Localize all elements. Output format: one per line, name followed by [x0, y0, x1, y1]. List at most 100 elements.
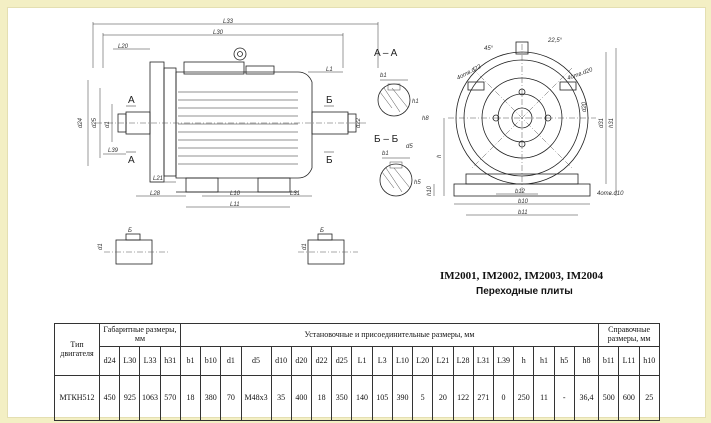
column-header: L11	[618, 346, 640, 376]
table-cell: 500	[598, 375, 620, 421]
column-header: d20	[290, 346, 312, 376]
dim-b10: b10	[518, 199, 529, 205]
table-cell: 70	[220, 375, 242, 421]
column-header: d24	[98, 346, 121, 376]
shaft-b1-a: b1	[380, 73, 387, 79]
type-header: Тип двигателя	[54, 323, 100, 376]
technical-drawing: L33 L30 L20 L1	[78, 19, 624, 265]
column-header: d1	[220, 346, 242, 376]
detail-right-b: Б	[320, 228, 324, 234]
dim-d20-front: d20	[582, 101, 588, 112]
column-header: L30	[119, 346, 141, 376]
section-aa-title: A – A	[374, 48, 398, 59]
column-header: h8	[573, 346, 600, 376]
section-mark-b-bottom: Б	[326, 155, 333, 166]
dimensions-table: Тип двигателя Габаритные размеры, мм Уст…	[54, 323, 661, 421]
table-cell: 400	[290, 375, 312, 421]
column-header: L21	[432, 346, 454, 376]
group-install-header: Установочные и присоединительные размеры…	[179, 323, 600, 347]
detail-left-b: Б	[128, 228, 132, 234]
dim-L1-right: L1	[326, 67, 333, 73]
dim-L33: L33	[223, 19, 234, 25]
motor-type-cell: МТКН512	[54, 375, 100, 421]
angle-45: 45°	[484, 46, 494, 52]
table-cell: 390	[391, 375, 414, 421]
group-overall-header: Габаритные размеры, мм	[99, 323, 181, 347]
dim-h31: h31	[609, 118, 615, 128]
column-header: L1	[351, 346, 373, 376]
mount-types-caption: IM2001, IM2002, IM2003, IM2004	[440, 270, 604, 282]
shaft-h1-a: h1	[412, 99, 419, 105]
table-cell: 0	[492, 375, 515, 421]
group-reference-header: Справочные размеры, мм	[598, 323, 660, 347]
column-header-row: d24 L30 L33 h31 b1 b10 d1 d5 d10 d20 d22…	[55, 346, 661, 376]
table-cell: 18	[179, 375, 202, 421]
dim-L31: L31	[290, 191, 300, 197]
dim-d31: d31	[599, 118, 605, 128]
column-header: b10	[200, 346, 222, 376]
table-cell: М48х3	[240, 375, 272, 421]
column-header: L20	[412, 346, 434, 376]
table-cell: 450	[98, 375, 121, 421]
shaft-end-details: L1 d1 Б L1 d1 Б	[98, 228, 358, 265]
dim-b12: b12	[515, 189, 526, 195]
shaft-d5-b: d5	[406, 144, 413, 150]
dim-b11: b11	[518, 210, 528, 216]
column-header: L3	[371, 346, 393, 376]
column-header: h	[513, 346, 535, 376]
column-header: b11	[598, 346, 620, 376]
dim-L21: L21	[153, 176, 163, 182]
section-bb-title: Б – Б	[374, 134, 399, 145]
table-cell: 20	[432, 375, 454, 421]
dim-4holes-d10: 4отв.d10	[597, 191, 624, 197]
dim-d22: d22	[356, 117, 362, 128]
dim-d1: d1	[105, 121, 111, 128]
column-header: d5	[240, 346, 272, 376]
dim-L39: L39	[108, 148, 119, 154]
column-header: h10	[638, 346, 661, 376]
adapter-plates-caption: Переходные плиты	[476, 286, 573, 297]
column-header: b1	[179, 346, 202, 376]
table-cell: 600	[618, 375, 640, 421]
section-mark-a-bottom: A	[128, 155, 135, 166]
dim-h10: h10	[427, 185, 433, 196]
table-cell: 11	[533, 375, 555, 421]
table-cell: 350	[331, 375, 353, 421]
table-cell: 25	[638, 375, 661, 421]
section-mark-b-top: Б	[326, 95, 333, 106]
angle-22-5: 22,5°	[547, 38, 563, 44]
table-cell: 36,4	[573, 375, 600, 421]
column-header: L33	[139, 346, 161, 376]
column-header: h5	[553, 346, 575, 376]
table-cell: 122	[452, 375, 474, 421]
dim-d24: d24	[78, 117, 84, 128]
detail-left-d1: d1	[98, 243, 104, 250]
table-cell: -	[553, 375, 575, 421]
dim-L28: L28	[150, 191, 161, 197]
table-cell: 250	[513, 375, 535, 421]
column-header: d22	[310, 346, 333, 376]
column-header: L39	[492, 346, 515, 376]
column-header: h1	[533, 346, 555, 376]
column-header: L10	[391, 346, 414, 376]
motor-front-view: b12 b10 b11 4отв.d10 45° 22,5° 4отв.d22 …	[427, 38, 624, 216]
table-cell: 18	[310, 375, 333, 421]
shaft-h5-b: h5	[414, 180, 421, 186]
table-row: МТКН512 450 925 1063 570 18 380 70 М48х3…	[54, 375, 661, 421]
table-cell: 925	[119, 375, 141, 421]
column-header: d25	[331, 346, 353, 376]
motor-side-view: L33 L30 L20 L1	[78, 19, 379, 208]
table-cell: 35	[270, 375, 292, 421]
shaft-b1-b: b1	[382, 151, 389, 157]
column-header: h31	[159, 346, 181, 376]
dim-L30: L30	[213, 30, 224, 36]
section-mark-a-top: A	[128, 95, 135, 106]
table-cell: 1063	[139, 375, 161, 421]
dim-L20: L20	[118, 44, 129, 50]
shaft-sections: A – A b1 h1 Б – Б b1 h5 d5 h8	[374, 48, 429, 197]
table-cell: 140	[351, 375, 373, 421]
table-cell: 5	[412, 375, 434, 421]
dim-h: h	[437, 154, 443, 158]
dim-d25: d25	[92, 117, 98, 128]
column-header: d10	[270, 346, 292, 376]
